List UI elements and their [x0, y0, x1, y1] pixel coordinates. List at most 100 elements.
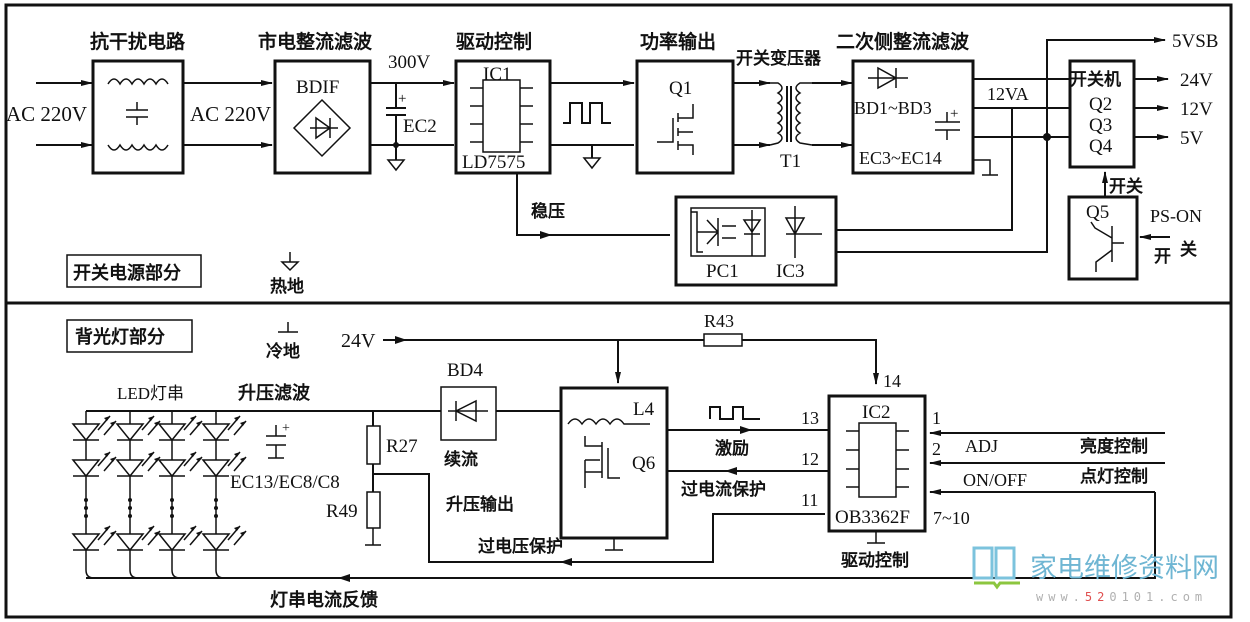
r27-resistor — [366, 425, 381, 465]
ground-icon — [605, 538, 623, 551]
boost-caps-label: EC13/EC8/C8 — [230, 472, 340, 493]
freewheel-label: 续流 — [444, 449, 478, 470]
regulation-line — [516, 173, 670, 236]
pin-14: 14 — [883, 371, 901, 391]
led-icon — [157, 525, 203, 552]
optocoupler-block: PC1 IC3 — [674, 195, 838, 287]
cold-ground-label: 冷地 — [266, 341, 300, 362]
ps-on-label: PS-ON — [1150, 206, 1202, 226]
cold-ground-icon — [278, 322, 298, 333]
ellipsis-dot — [214, 498, 218, 502]
pin-1: 1 — [932, 408, 941, 428]
switch-title: 开关机 — [1070, 69, 1121, 90]
pc1-label: PC1 — [706, 261, 739, 282]
ic2-caption: 驱动控制 — [841, 550, 909, 571]
lighting-control-label: 点灯控制 — [1080, 466, 1148, 487]
ld7575-label: LD7575 — [462, 152, 525, 173]
ovp-label: 过电压保护 — [478, 536, 563, 557]
onoff-label: ON/OFF — [963, 470, 1027, 490]
pwm-pulse-icon — [563, 102, 611, 124]
output-5v: 5V — [1180, 128, 1204, 149]
secondary-filter-block: 二次侧整流滤波 BD1~BD3 + EC3~EC14 — [836, 30, 975, 175]
pin-11: 11 — [801, 490, 818, 510]
backlight-section-frame — [4, 301, 1233, 619]
ellipsis-dot — [170, 506, 174, 510]
transistor-icon — [1090, 221, 1124, 272]
rectifier-block: 市电整流滤波 BDIF — [258, 30, 373, 175]
switch-on-label: 开 — [1154, 247, 1171, 267]
output-5vsb: 5VSB — [1172, 31, 1218, 52]
driver-ic1-block: 驱动控制 IC1 LD7575 — [454, 30, 552, 175]
power-output-title: 功率输出 — [640, 30, 716, 53]
led-icon — [201, 451, 247, 478]
driver-title: 驱动控制 — [456, 30, 532, 53]
led-icon — [201, 525, 247, 552]
led-string-array — [71, 411, 247, 579]
r49-label: R49 — [326, 501, 358, 522]
boost-filter-label: 升压滤波 — [238, 382, 311, 404]
supply-24v-label: 24V — [341, 330, 376, 352]
r27-label: R27 — [386, 436, 418, 457]
ellipsis-dot — [214, 506, 218, 510]
inductor-l4-icon — [567, 418, 650, 426]
ac-input-label: AC 220V — [6, 102, 87, 126]
ic1-label: IC1 — [483, 64, 512, 85]
primary-winding-icon — [769, 82, 783, 146]
led-icon — [742, 210, 762, 256]
q1-label: Q1 — [669, 78, 692, 99]
ellipsis-dot — [128, 506, 132, 510]
output-24v: 24V — [1180, 70, 1213, 91]
switch-control-label: 开关 — [1109, 176, 1143, 197]
brightness-control-label: 亮度控制 — [1080, 436, 1148, 457]
l4-label: L4 — [633, 399, 655, 420]
led-icon — [115, 525, 161, 552]
ground-icon — [582, 145, 602, 170]
book-logo-icon — [972, 546, 994, 580]
bridge-rectifier-icon — [292, 98, 352, 158]
led-current-feedback-label: 灯串电流反馈 — [270, 589, 378, 611]
bd4-label: BD4 — [447, 360, 483, 381]
led-icon — [157, 415, 203, 442]
secondary-title: 二次侧整流滤波 — [836, 30, 970, 53]
ac-mid-label: AC 220V — [190, 102, 271, 126]
caps-label: EC3~EC14 — [859, 148, 942, 168]
phototransistor-icon — [691, 211, 719, 253]
ellipsis-dot — [128, 514, 132, 518]
q6-label: Q6 — [632, 453, 655, 474]
choke-coil-icon — [107, 78, 169, 86]
bridge-part-label: BDIF — [296, 77, 339, 98]
hot-ground-icon — [280, 252, 300, 272]
ec2-label: EC2 — [403, 116, 437, 137]
ac-input: AC 220V — [6, 80, 93, 148]
led-string-label: LED灯串 — [117, 384, 184, 403]
capacitor-icon — [935, 112, 960, 140]
led-icon — [115, 415, 161, 442]
ellipsis-dot — [84, 506, 88, 510]
drive-label: 激励 — [715, 438, 749, 459]
ground-icon — [365, 528, 381, 546]
power-section-label: 开关电源部分 — [73, 262, 181, 284]
rail-12va-label: 12VA — [987, 84, 1029, 104]
svg-text:+: + — [398, 91, 406, 107]
watermark-url-prefix: www. — [1036, 590, 1085, 604]
pin-2: 2 — [932, 439, 941, 459]
bd4-diode-block — [440, 386, 497, 441]
svg-text:www.520101.com: www.520101.com — [1036, 590, 1207, 604]
switch-block: 开关机 Q2 Q3 Q4 — [1068, 59, 1136, 169]
watermark-url-highlight: 52 — [1085, 590, 1109, 604]
adj-label: ADJ — [965, 436, 998, 456]
choke-coil-icon — [107, 143, 169, 151]
q5-label: Q5 — [1086, 202, 1109, 223]
ic3-label: IC3 — [776, 261, 805, 282]
emi-filter-title: 抗干扰电路 — [90, 30, 186, 53]
dc-voltage-label: 300V — [388, 52, 431, 73]
pin-7-10: 7~10 — [933, 508, 970, 528]
regulation-label: 稳压 — [531, 201, 565, 222]
power-output-block: 功率输出 Q1 — [635, 30, 735, 175]
boost-output-label: 升压输出 — [446, 494, 514, 515]
ic2-block: IC2 OB3362F — [827, 394, 927, 533]
output-12v: 12V — [1180, 99, 1213, 120]
watermark-logo: 家电维修资料网 www.520101.com — [972, 546, 1219, 604]
ground-icon — [386, 159, 406, 172]
led-icon — [71, 451, 117, 478]
